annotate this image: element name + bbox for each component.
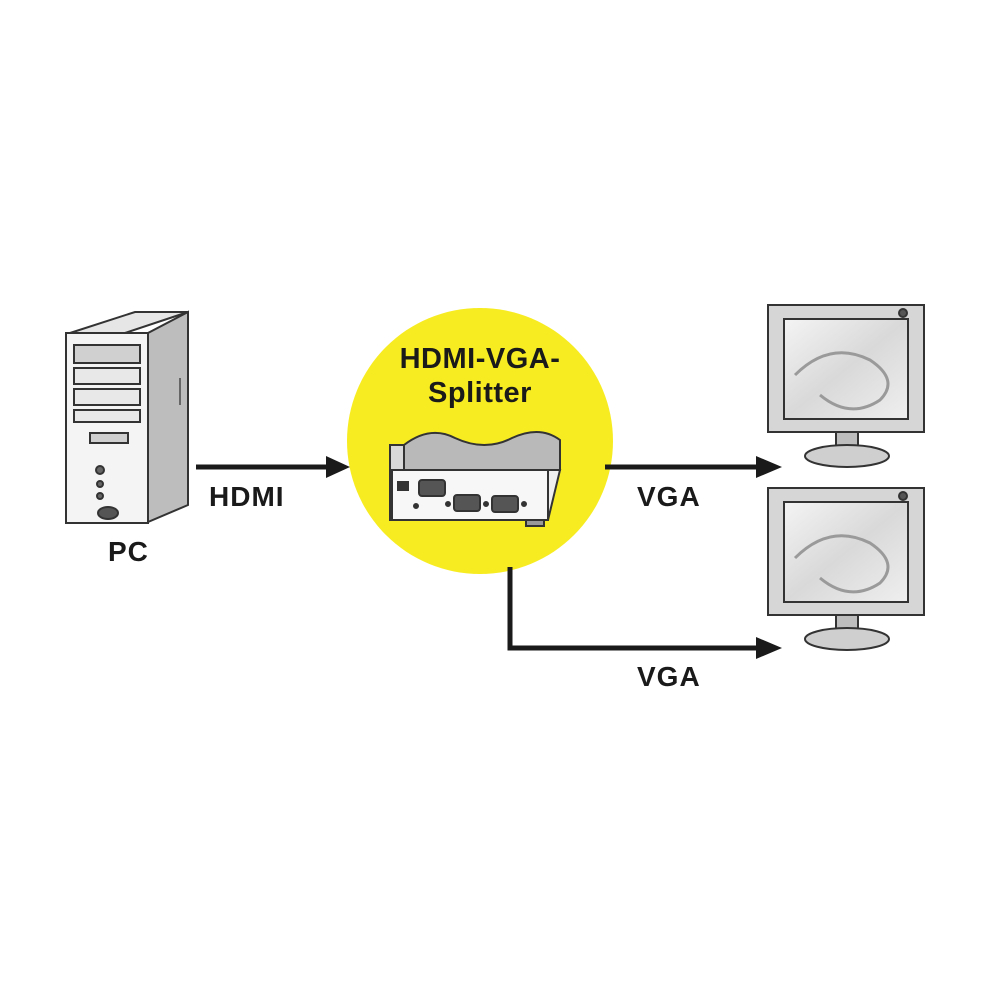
monitor-icon-2: [767, 487, 925, 651]
vga-edge-label-2: VGA: [637, 661, 701, 692]
splitter-title-line-1: HDMI-VGA-: [399, 343, 561, 375]
edge-splitter-to-monitor-2: [507, 567, 782, 659]
pc-label: PC: [108, 536, 149, 567]
hdmi-edge-label: HDMI: [209, 481, 285, 512]
vga-edge-label-1: VGA: [637, 481, 701, 512]
monitor-icon-1: [767, 304, 925, 468]
pc-tower-icon: [65, 310, 189, 524]
splitter-device-icon: [389, 431, 562, 527]
edge-splitter-to-monitor-1: [605, 456, 782, 478]
edge-pc-to-splitter: [196, 456, 350, 478]
splitter-title-line-2: Splitter: [428, 377, 532, 409]
splitter-title: HDMI-VGA- Splitter: [350, 342, 610, 410]
